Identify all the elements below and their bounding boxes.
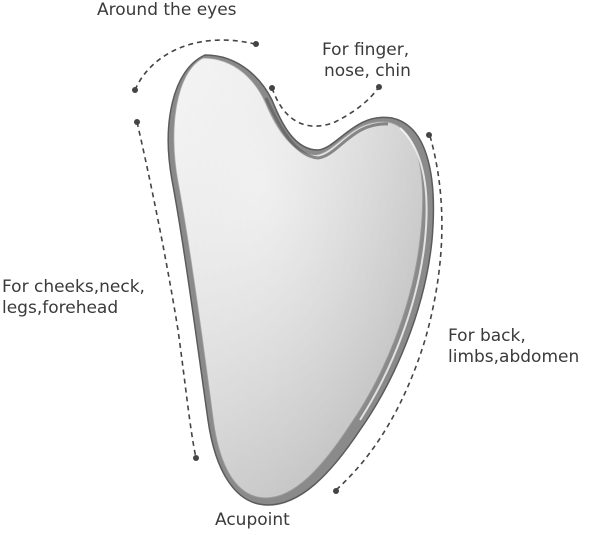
label-finger-nose-chin: For finger, nose, chin [322, 40, 411, 82]
guide-around-eyes [134, 39, 256, 91]
label-back-line1: For back, [448, 326, 526, 346]
label-back-line2: limbs,abdomen [448, 347, 580, 367]
dot-back-end [333, 488, 339, 494]
dot-back-start [426, 132, 432, 138]
dot-finger-end [376, 84, 382, 90]
label-around-eyes: Around the eyes [97, 0, 237, 21]
label-cheeks-neck: For cheeks,neck, legs,forehead [2, 277, 145, 319]
guide-finger-nose [271, 87, 379, 127]
guide-cheeks [136, 121, 197, 459]
label-cheeks-line2: legs,forehead [2, 298, 119, 318]
label-acupoint: Acupoint [215, 510, 290, 531]
gua-sha-edge-highlight [359, 127, 428, 421]
label-acupoint-text: Acupoint [215, 510, 290, 530]
guide-lines [134, 39, 443, 491]
gua-sha-shine [173, 58, 423, 498]
dot-eyes-end [253, 41, 259, 47]
guide-dots [132, 41, 432, 494]
label-back-limbs: For back, limbs,abdomen [448, 326, 579, 368]
label-finger-line1: For finger, [322, 40, 410, 60]
dot-cheeks-start [134, 119, 140, 125]
label-finger-line2: nose, chin [324, 61, 411, 81]
label-cheeks-line1: For cheeks,neck, [2, 277, 145, 297]
label-around-eyes-text: Around the eyes [97, 0, 237, 20]
dot-finger-start [269, 85, 275, 91]
gua-sha-notch-edge [264, 97, 389, 160]
dot-eyes-start [132, 87, 138, 93]
dot-cheeks-end [193, 455, 199, 461]
